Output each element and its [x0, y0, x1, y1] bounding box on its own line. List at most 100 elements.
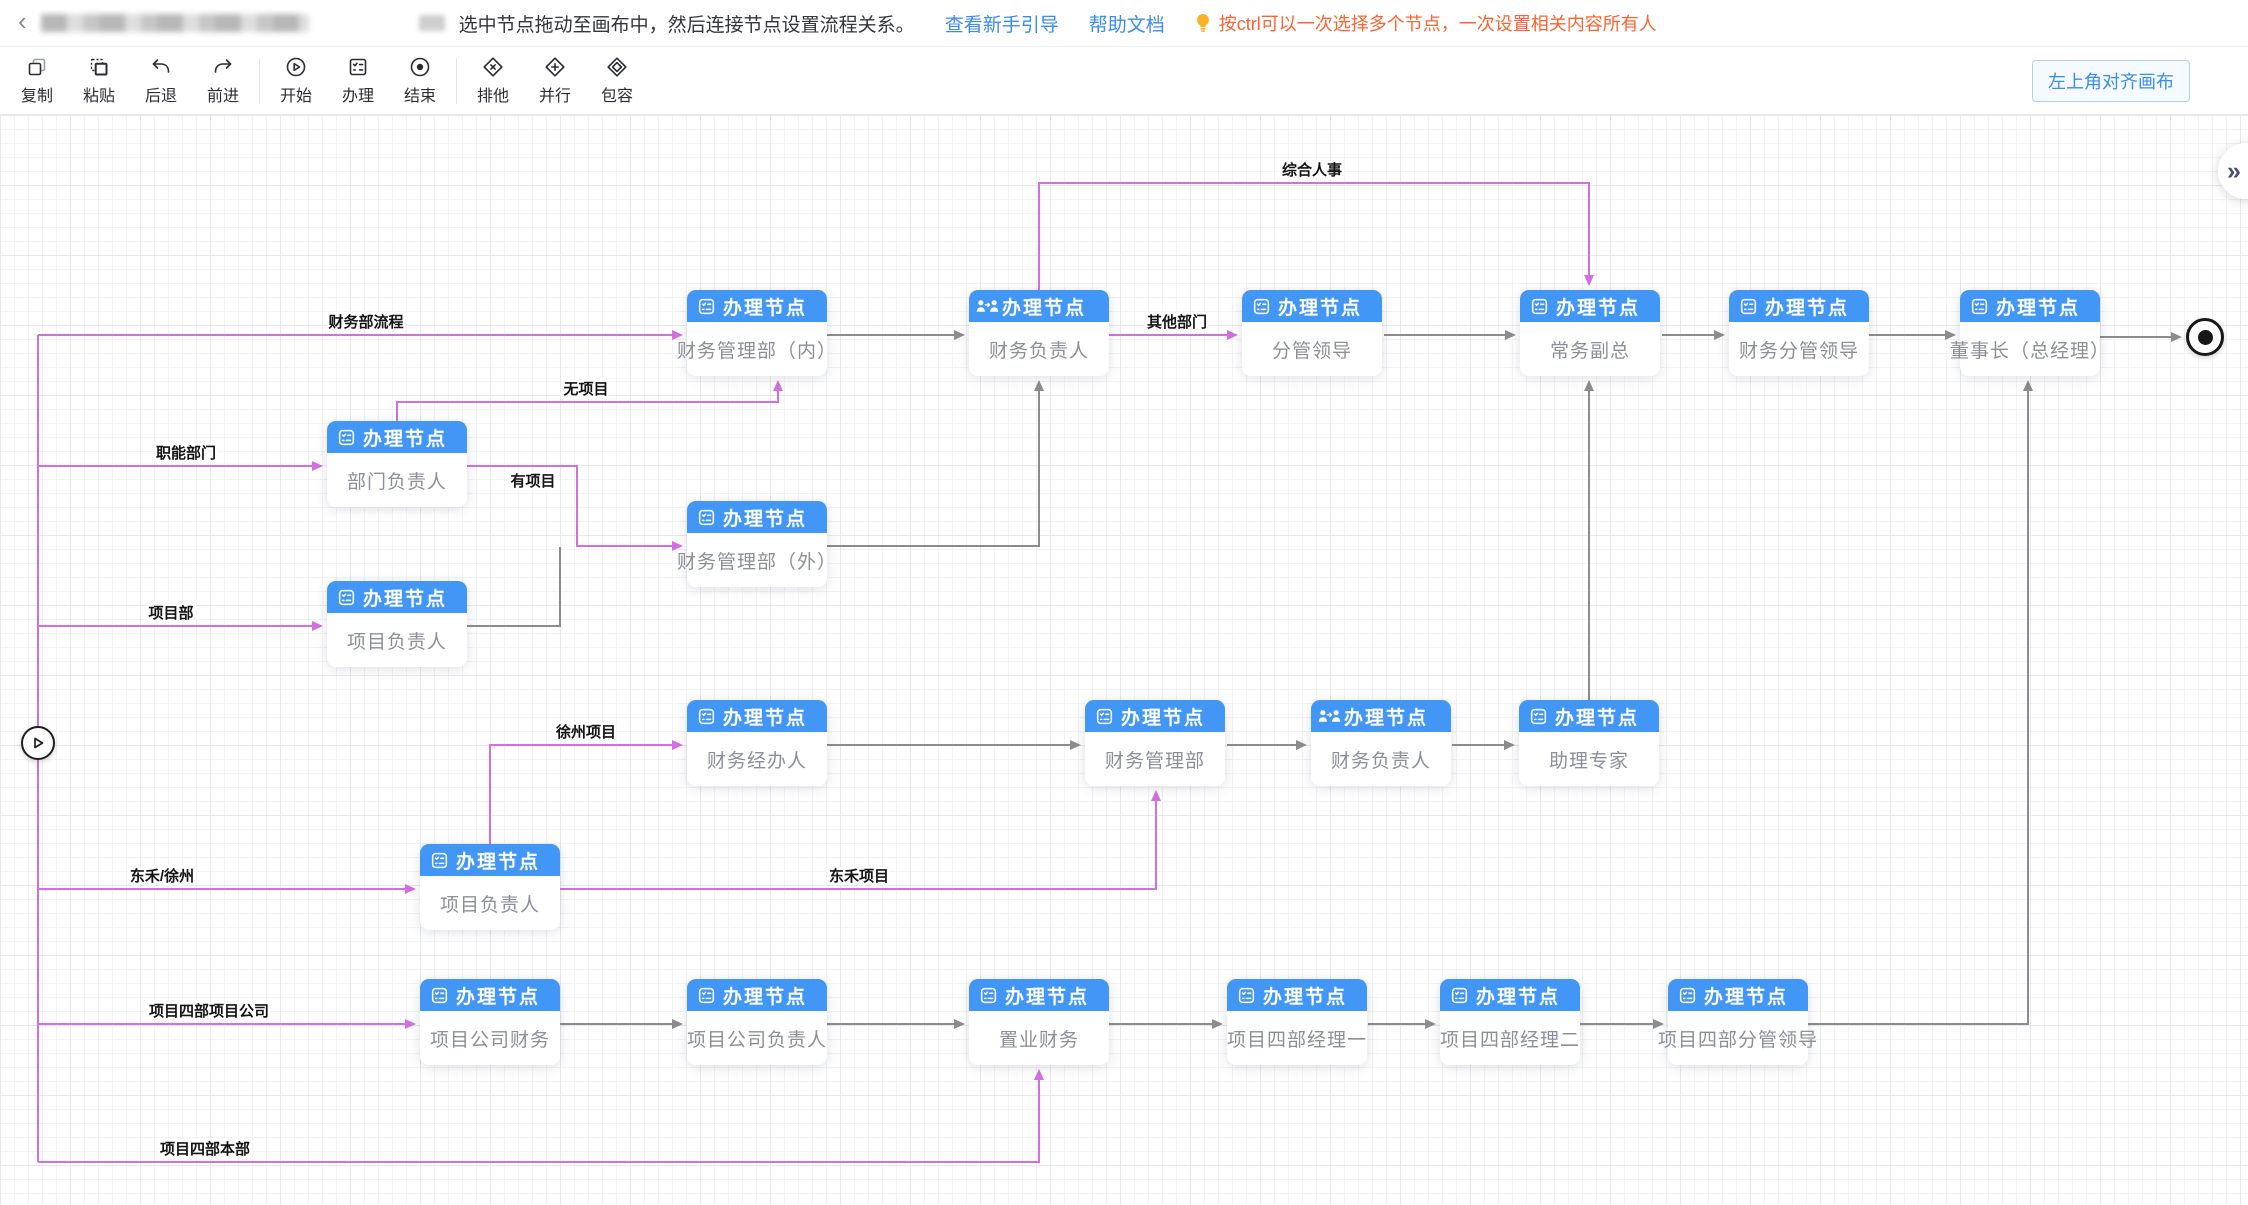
form-icon — [1739, 297, 1758, 316]
node-header: 办理节点 — [1311, 700, 1451, 732]
flow-edge[interactable] — [489, 740, 683, 844]
edge-label: 无项目 — [562, 381, 608, 398]
flow-node[interactable]: 办理节点项目四部分管领导 — [1658, 979, 1819, 1065]
node-type-label: 办理节点 — [1996, 297, 2081, 319]
end-node[interactable] — [2186, 318, 2224, 356]
flow-node[interactable]: 办理节点项目负责人 — [327, 581, 467, 667]
flow-node[interactable]: 办理节点财务管理部 — [1085, 700, 1225, 786]
end-button[interactable]: 结束 — [389, 55, 451, 106]
node-name-label: 项目负责人 — [439, 894, 540, 916]
node-header: 办理节点 — [969, 979, 1109, 1011]
redacted-badge — [418, 15, 445, 31]
beginner-guide-link[interactable]: 查看新手引导 — [944, 14, 1059, 36]
flow-edge[interactable] — [827, 380, 1044, 547]
node-header: 办理节点 — [420, 979, 560, 1011]
flow-node[interactable]: 办理节点项目负责人 — [420, 844, 560, 930]
node-type-label: 办理节点 — [363, 428, 448, 450]
back-chevron-icon[interactable]: ‹ — [18, 6, 27, 36]
start-button[interactable]: 开始 — [265, 55, 327, 106]
redacted-flow-title — [40, 14, 309, 32]
start-circle-icon — [284, 55, 308, 79]
flow-edge[interactable] — [1808, 380, 2033, 1025]
form-icon — [1530, 297, 1549, 316]
flow-node[interactable]: 办理节点部门负责人 — [327, 421, 467, 507]
toolbar-button-label: 复制 — [20, 88, 53, 105]
inclusive-gateway-button[interactable]: 包容 — [586, 55, 648, 106]
node-name-label: 财务负责人 — [1330, 750, 1431, 772]
node-name-label: 项目负责人 — [346, 631, 447, 653]
task-button[interactable]: 办理 — [327, 55, 389, 106]
flow-node[interactable]: 办理节点财务分管领导 — [1729, 290, 1869, 376]
paste-button[interactable]: 粘贴 — [68, 55, 130, 106]
align-canvas-button[interactable]: 左上角对齐画布 — [2032, 59, 2190, 102]
flow-edge[interactable] — [467, 547, 561, 627]
diamond-x-icon — [481, 55, 505, 79]
form-icon — [1095, 707, 1114, 726]
form-icon — [430, 986, 449, 1005]
node-name-label: 董事长（总经理） — [1950, 340, 2111, 362]
node-type-label: 办理节点 — [1344, 707, 1429, 729]
form-icon — [337, 428, 356, 447]
node-name-label: 财务管理部（外） — [677, 551, 838, 573]
flow-node[interactable]: 办理节点项目四部经理一 — [1227, 979, 1367, 1065]
node-header: 办理节点 — [1440, 979, 1580, 1011]
node-header: 办理节点 — [1668, 979, 1808, 1011]
toolbar-groups: 复制粘贴后退前进开始办理结束 排他并行包容 — [6, 47, 648, 114]
flow-node[interactable]: 办理节点助理专家 — [1519, 700, 1659, 786]
node-header: 办理节点 — [1519, 700, 1659, 732]
node-name-label: 项目公司负责人 — [687, 1029, 828, 1051]
flow-node[interactable]: 办理节点置业财务 — [969, 979, 1109, 1065]
copy-button[interactable]: 复制 — [6, 55, 68, 106]
node-name-label: 项目四部经理二 — [1440, 1029, 1581, 1051]
node-type-label: 办理节点 — [1002, 297, 1087, 319]
flow-node[interactable]: 办理节点财务管理部（内） — [677, 290, 836, 376]
node-header: 办理节点 — [969, 290, 1109, 322]
node-name-label: 项目四部分管领导 — [1658, 1029, 1819, 1051]
start-node[interactable] — [21, 726, 55, 760]
flow-node[interactable]: 办理节点董事长（总经理） — [1950, 290, 2111, 376]
form-icon — [979, 986, 998, 1005]
node-name-label: 助理专家 — [1548, 750, 1629, 772]
undo-button[interactable]: 后退 — [130, 55, 192, 106]
flow-edge[interactable] — [396, 380, 783, 421]
form-icon — [1529, 707, 1548, 726]
edge-label: 项目部 — [148, 604, 193, 622]
exclusive-gateway-button[interactable]: 排他 — [462, 55, 524, 106]
flow-node[interactable]: 办理节点项目四部经理二 — [1440, 979, 1580, 1065]
form-icon — [337, 588, 356, 607]
form-icon — [697, 986, 716, 1005]
form-icon — [697, 508, 716, 527]
node-type-label: 办理节点 — [1476, 986, 1561, 1008]
flow-node[interactable]: 办理节点财务管理部（外） — [677, 501, 838, 587]
help-docs-link[interactable]: 帮助文档 — [1088, 14, 1165, 36]
form-icon — [430, 851, 449, 870]
redo-button[interactable]: 前进 — [192, 55, 254, 106]
flow-edge[interactable] — [560, 790, 1161, 890]
flow-node[interactable]: 办理节点财务经办人 — [687, 700, 827, 786]
flow-node[interactable]: 办理节点财务负责人 — [969, 290, 1109, 376]
flow-edge[interactable] — [1038, 182, 1594, 290]
flow-edge[interactable] — [38, 1069, 1044, 1163]
node-type-label: 办理节点 — [456, 851, 541, 873]
node-header: 办理节点 — [327, 581, 467, 613]
flow-node[interactable]: 办理节点项目公司负责人 — [687, 979, 827, 1065]
flow-node[interactable]: 办理节点项目公司财务 — [420, 979, 560, 1065]
edge-label: 东禾项目 — [829, 867, 889, 885]
parallel-gateway-button[interactable]: 并行 — [524, 55, 586, 106]
node-type-label: 办理节点 — [723, 297, 808, 319]
flow-node[interactable]: 办理节点财务负责人 — [1311, 700, 1451, 786]
node-type-label: 办理节点 — [723, 707, 808, 729]
node-type-label: 办理节点 — [1121, 707, 1206, 729]
node-name-label: 项目公司财务 — [429, 1029, 550, 1051]
flow-edge[interactable] — [467, 465, 683, 551]
flow-node[interactable]: 办理节点常务副总 — [1520, 290, 1660, 376]
node-header: 办理节点 — [687, 290, 827, 322]
form-icon — [1450, 986, 1469, 1005]
node-name-label: 财务经办人 — [706, 750, 807, 772]
end-circle-icon — [408, 55, 432, 79]
form-icon — [1252, 297, 1271, 316]
node-name-label: 财务负责人 — [988, 340, 1089, 362]
toolbar-button-label: 结束 — [403, 88, 436, 105]
flow-node[interactable]: 办理节点分管领导 — [1242, 290, 1382, 376]
flow-canvas[interactable]: » 财务部流程职能部门项目部东禾/徐州项目四部项目公司项目四部本部无项目有项目其… — [0, 115, 2248, 1205]
